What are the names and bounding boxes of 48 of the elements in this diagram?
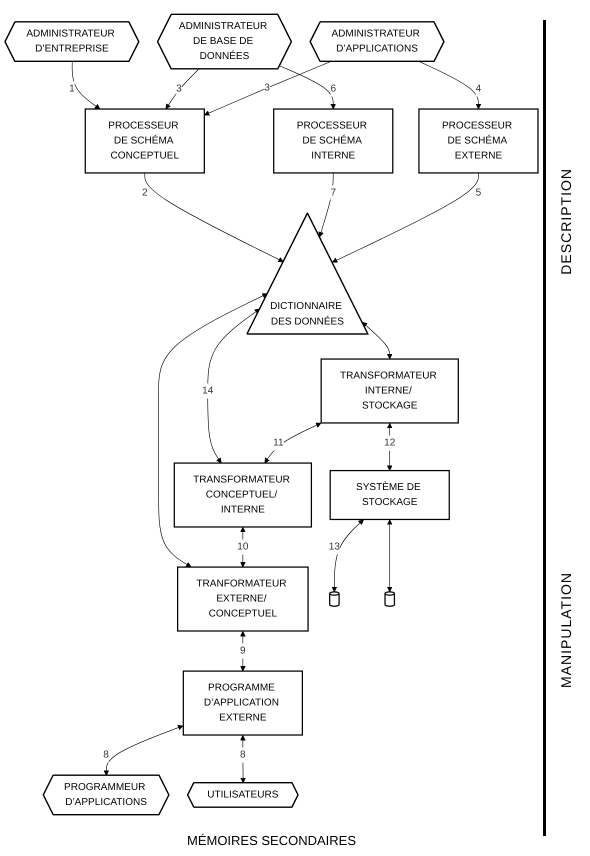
arrow: [240, 631, 246, 672]
arrow: [362, 322, 392, 360]
edge-label: 10: [237, 541, 248, 552]
arrow: [264, 422, 322, 464]
node-cylinder: [329, 591, 340, 607]
edge-label: 7: [330, 187, 336, 198]
edge-label: 9: [240, 645, 246, 656]
arrow: [240, 735, 246, 784]
arrow: [104, 724, 184, 776]
arrow: [144, 172, 284, 262]
edge-label: 4: [476, 83, 482, 94]
node-box: PROCESSEUR DE SCHÉMA INTERNE: [273, 108, 394, 174]
caption-text: MÉMOIRES SECONDAIRES: [186, 832, 356, 850]
arrow: [72, 61, 100, 110]
edge-label: 1: [69, 83, 75, 94]
edge-label: 13: [328, 541, 340, 552]
edge-label: 3: [264, 82, 270, 93]
arrow: [419, 61, 482, 110]
node-cylinder: [384, 591, 396, 607]
arrow: [386, 422, 392, 471]
bracket-label: MANIPULATION: [558, 572, 574, 688]
arrow: [386, 519, 392, 592]
bracket-label: DESCRIPTION: [558, 168, 574, 276]
arrow: [318, 172, 334, 238]
edge-label: 8: [103, 749, 109, 760]
edge-label: 14: [202, 385, 214, 396]
node-box: TRANSFORMATEUR CONCEPTUEL/ INTERNE: [174, 462, 312, 528]
edge-label: 6: [330, 83, 336, 94]
arrow: [332, 519, 364, 592]
node-box: PROCESSEUR DE SCHÉMA EXTERNE: [418, 108, 539, 174]
edge-label: 12: [384, 437, 396, 448]
arrow: [158, 293, 268, 568]
arrow: [332, 172, 479, 263]
arrow: [204, 61, 331, 116]
node-box: SYSTÈME DE STOCKAGE: [330, 470, 450, 520]
arrow: [240, 526, 246, 568]
arrow: [279, 66, 336, 110]
edge-label: 5: [476, 187, 482, 198]
edge-label: 8: [240, 749, 246, 760]
node-box: TRANFORMATEUR EXTERNE/ CONCEPTUEL: [177, 566, 309, 632]
edge-label: 11: [273, 437, 284, 448]
edge-label: 3: [176, 83, 182, 94]
node-box: PROCESSEUR DE SCHÉMA CONCEPTUEL: [84, 108, 205, 174]
arrow: [207, 308, 260, 464]
arrow: [166, 68, 199, 110]
node-box: PROGRAMME D’APPLICATION EXTERNE: [182, 670, 303, 736]
node-box: TRANSFORMATEUR INTERNE/ STOCKAGE: [320, 358, 459, 424]
edge-label: 2: [142, 187, 148, 198]
